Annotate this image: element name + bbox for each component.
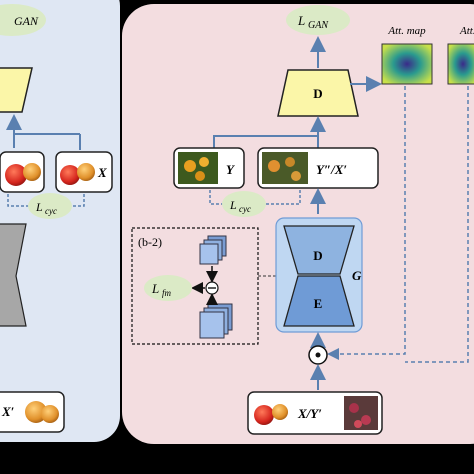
- left-panel: GAN X L cyc X′: [0, 0, 120, 442]
- left-discriminator: [0, 67, 33, 113]
- left-cyc-loss-bubble: L cyc: [28, 193, 72, 219]
- input-image: X/Y′: [247, 391, 383, 435]
- left-image-1: [0, 151, 45, 193]
- discriminator-block: [277, 69, 359, 117]
- cyc-L: L: [229, 198, 237, 212]
- input-label: X/Y′: [297, 406, 322, 421]
- fm-sub: fm: [162, 288, 172, 298]
- att-map-label-2: Att.: [459, 25, 474, 37]
- gan-loss-bubble: L GAN: [286, 5, 350, 35]
- gan-loss-L: L: [297, 13, 305, 28]
- cyc-sub: cyc: [239, 204, 251, 214]
- att-map-1: [381, 43, 433, 85]
- att-feedback-line-1: [327, 86, 406, 360]
- att-map-2: [447, 43, 474, 85]
- left-x-label: X: [97, 165, 107, 180]
- y2-label: Y″/X′: [316, 162, 347, 177]
- generator-g-label: G: [352, 268, 362, 283]
- left-generator-shape: [0, 223, 27, 327]
- feature-matching-inset: (b-2) L fm: [131, 227, 259, 345]
- left-bottom-label: X′: [1, 404, 15, 419]
- left-gan-loss-text: GAN: [14, 14, 39, 28]
- right-panel: L GAN D Att. map Att. Y: [122, 4, 474, 444]
- left-bottom-image: X′: [0, 391, 65, 433]
- generator-decoder: [283, 225, 355, 275]
- cyc-loss-bubble: L cyc: [222, 191, 266, 217]
- gan-loss-sub: GAN: [308, 20, 329, 31]
- left-cyc-sub: cyc: [45, 206, 57, 216]
- left-image-x: X: [55, 151, 113, 193]
- discriminator-label: D: [313, 86, 322, 101]
- generator-d-label: D: [313, 248, 322, 263]
- fm-L: L: [151, 281, 159, 296]
- left-cyc-connector: [7, 194, 85, 207]
- generator-e-label: E: [314, 296, 323, 311]
- y-label: Y: [226, 162, 235, 177]
- att-map-label: Att. map: [387, 25, 426, 37]
- image-y2: Y″/X′: [257, 147, 379, 189]
- generator-block: D E G: [275, 217, 363, 333]
- arrow-y-branch: [213, 135, 318, 148]
- image-y: Y: [173, 147, 245, 189]
- att-feedback-line-2: [405, 86, 469, 363]
- left-cyc-L: L: [35, 200, 43, 214]
- inset-tag: (b-2): [138, 235, 162, 249]
- generator-encoder: [283, 275, 355, 327]
- left-gan-loss-bubble: GAN: [0, 4, 46, 36]
